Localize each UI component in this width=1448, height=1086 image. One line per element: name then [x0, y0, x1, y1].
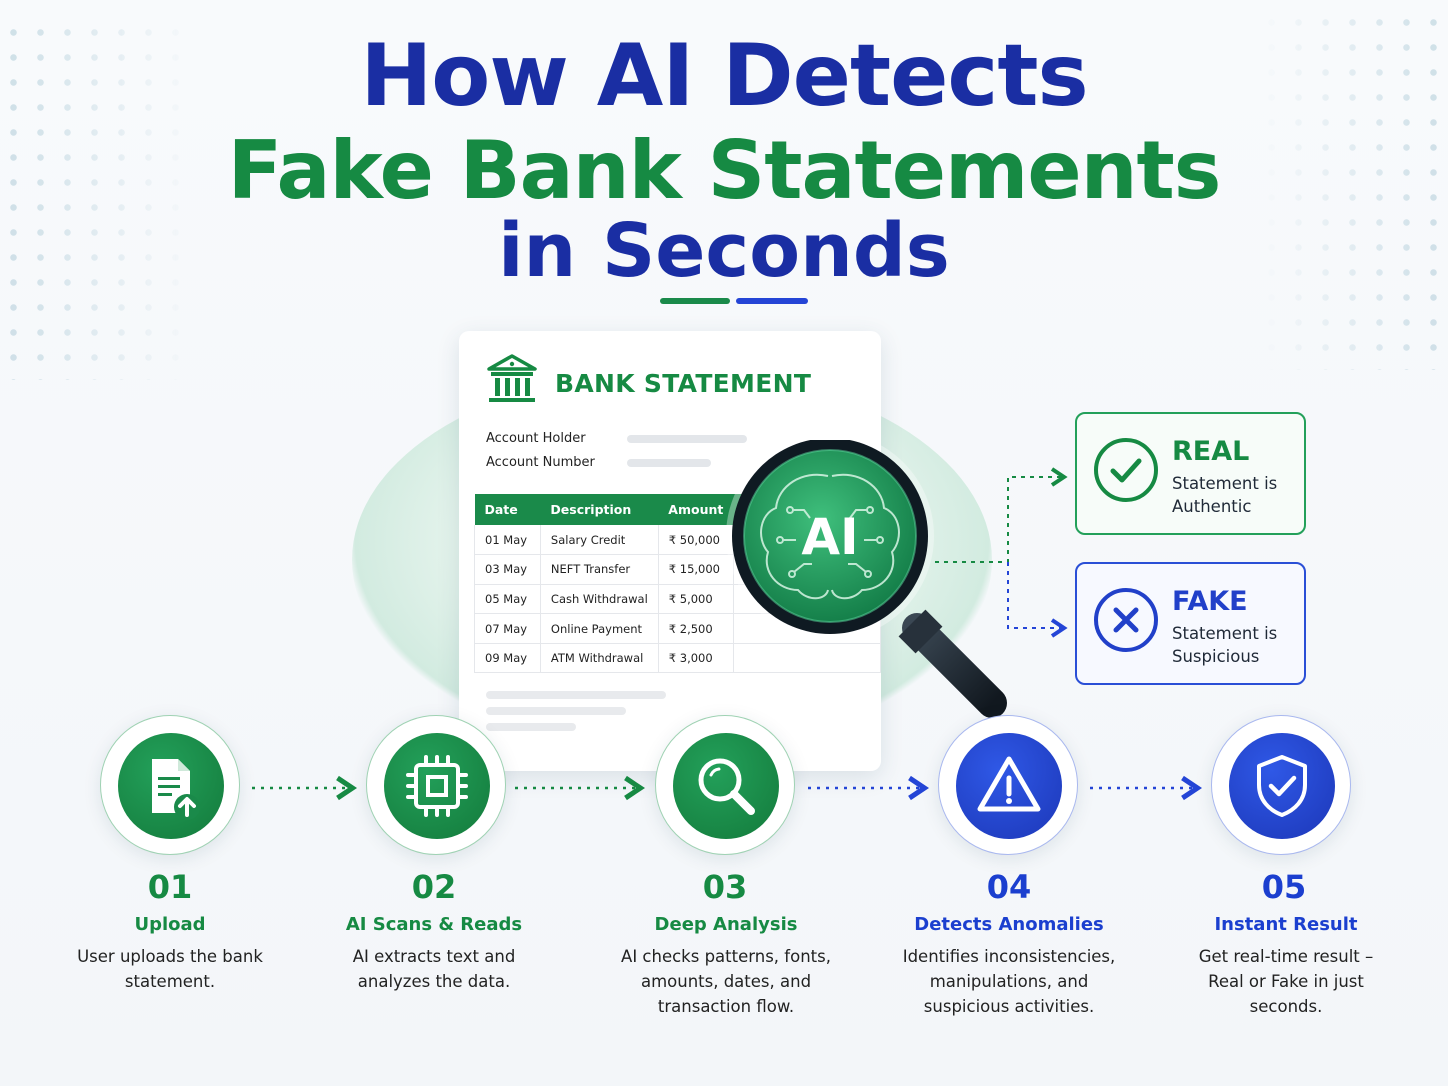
bank-icon	[487, 354, 537, 402]
step-2-number: 02	[411, 868, 457, 906]
step-3-title: Deep Analysis	[654, 914, 798, 935]
step-4-title: Detects Anomalies	[914, 914, 1104, 935]
chip-icon	[406, 755, 468, 817]
step-1-title: Upload	[134, 914, 206, 935]
title-line-3: in Seconds	[498, 208, 950, 294]
cell-description: Salary Credit	[540, 525, 659, 556]
step-2-description: AI extracts text and analyzes the data.	[352, 947, 516, 991]
step-4-description: Identifies inconsistencies, manipulation…	[902, 947, 1116, 1016]
step-3-description: AI checks patterns, fonts, amounts, date…	[621, 947, 831, 1016]
cell-description: Cash Withdrawal	[540, 584, 659, 615]
cell-date: 07 May	[474, 613, 541, 644]
x-circle-icon	[1094, 588, 1158, 652]
ai-label: AI	[801, 508, 858, 566]
step-1-number: 01	[147, 868, 193, 906]
warning-icon	[977, 756, 1041, 812]
title-underline-blue	[736, 298, 808, 304]
result-real-desc: Statement is Authentic	[1172, 474, 1278, 516]
step-1-icon-ring	[100, 715, 240, 855]
title-underline-green	[660, 298, 730, 304]
result-real-card: REAL Statement is Authentic	[1075, 412, 1306, 535]
shield-check-icon	[1257, 755, 1307, 817]
footer-line-bar	[486, 723, 576, 731]
cell-amount: ₹ 2,500	[658, 613, 734, 644]
cell-empty	[733, 643, 882, 674]
cell-amount: ₹ 3,000	[658, 643, 734, 674]
account-holder-label: Account Holder	[486, 431, 586, 446]
cell-date: 03 May	[474, 554, 541, 585]
title-line-2: Fake Bank Statements	[227, 124, 1222, 217]
footer-line-bar	[486, 691, 666, 699]
step-5-title: Instant Result	[1214, 914, 1358, 935]
cell-amount: ₹ 15,000	[658, 554, 734, 585]
cell-description: NEFT Transfer	[540, 554, 659, 585]
column-header-date: Date	[474, 494, 541, 525]
cell-description: Online Payment	[540, 613, 659, 644]
account-number-label: Account Number	[486, 455, 595, 470]
cell-amount: ₹ 5,000	[658, 584, 734, 615]
cell-date: 01 May	[474, 525, 541, 556]
step-5-icon-ring	[1211, 715, 1351, 855]
step-4-number: 04	[986, 868, 1032, 906]
result-fake-card: FAKE Statement is Suspicious	[1075, 562, 1306, 685]
footer-line-bar	[486, 707, 626, 715]
cell-description: ATM Withdrawal	[540, 643, 659, 674]
check-circle-icon	[1094, 438, 1158, 502]
step-3-number: 03	[702, 868, 748, 906]
step-2-title: AI Scans & Reads	[345, 914, 523, 935]
result-fake-desc: Statement is Suspicious	[1172, 624, 1278, 666]
file-upload-icon	[152, 759, 200, 820]
step-4-icon-ring	[938, 715, 1078, 855]
step-5-number: 05	[1261, 868, 1307, 906]
magnifier-icon	[698, 758, 755, 815]
account-number-value-bar	[627, 459, 711, 467]
step-1-description: User uploads the bank statement.	[77, 947, 263, 991]
column-header-description: Description	[540, 494, 659, 525]
title-line-1: How AI Detects	[360, 26, 1088, 126]
statement-title: BANK STATEMENT	[555, 369, 812, 398]
result-fake-title: FAKE	[1172, 586, 1248, 617]
result-real-title: REAL	[1172, 436, 1250, 467]
step-5-description: Get real-time result – Real or Fake in j…	[1198, 947, 1374, 1016]
step-2-icon-ring	[366, 715, 506, 855]
cell-date: 05 May	[474, 584, 541, 615]
cell-amount: ₹ 50,000	[658, 525, 734, 556]
cell-date: 09 May	[474, 643, 541, 674]
account-holder-value-bar	[627, 435, 747, 443]
column-header-amount: Amount	[658, 494, 734, 525]
table-row: 09 May ATM Withdrawal ₹ 3,000	[474, 643, 882, 674]
step-3-icon-ring	[655, 715, 795, 855]
ai-magnifier: AI	[726, 440, 1007, 718]
